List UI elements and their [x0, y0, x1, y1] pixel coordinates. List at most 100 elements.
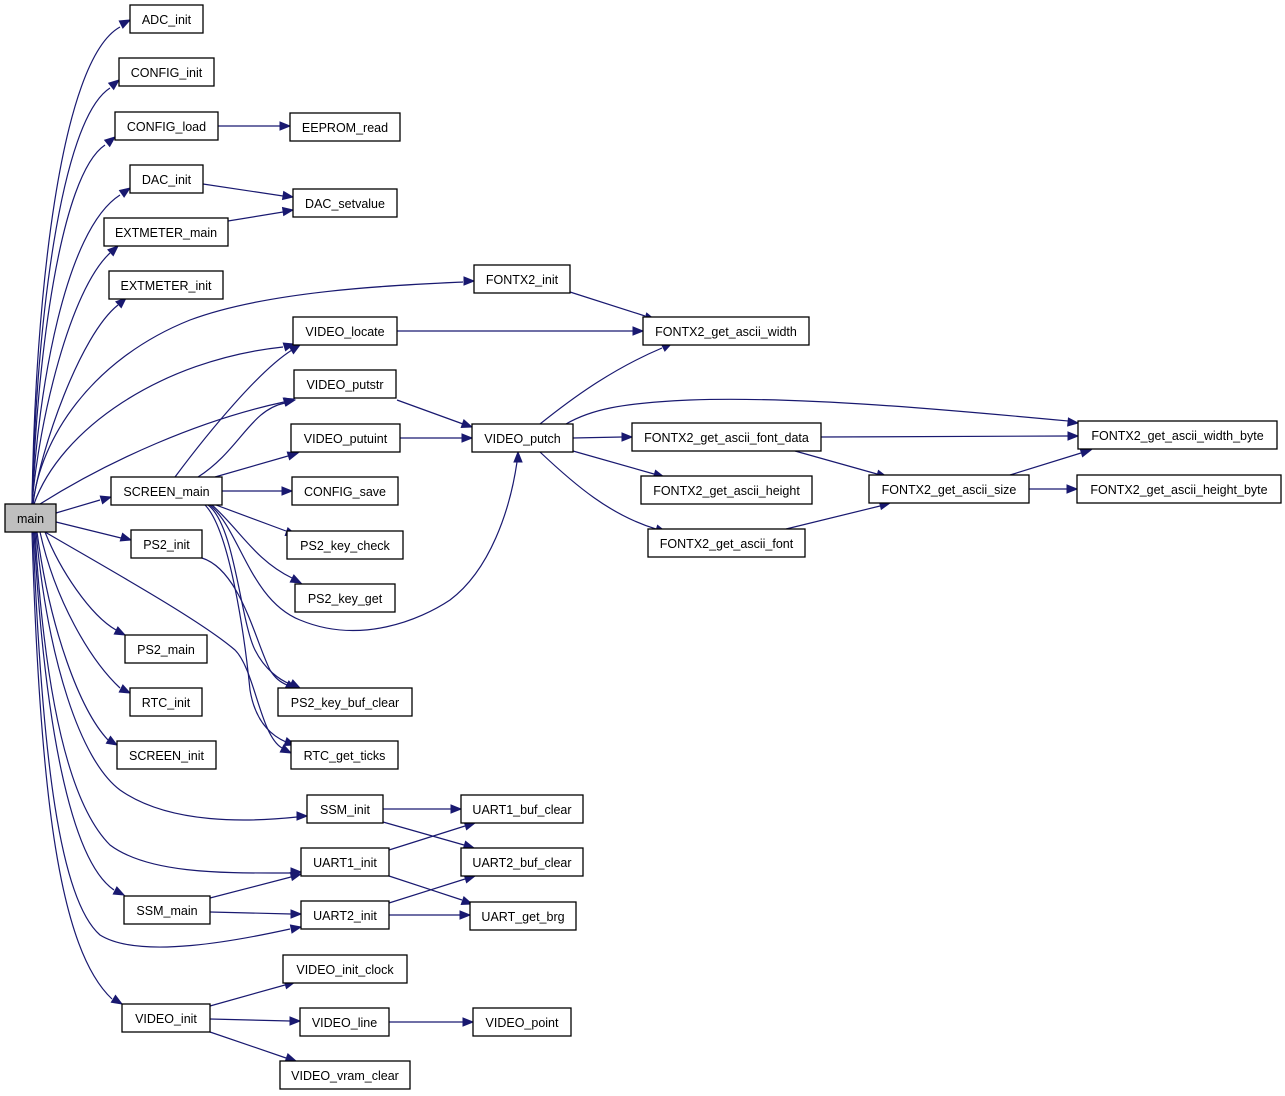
arrowhead-icon: [105, 735, 119, 746]
node-main[interactable]: main: [4, 503, 57, 533]
node-box: [289, 112, 401, 142]
node-box: [293, 369, 397, 399]
edge-line: [209, 461, 518, 632]
edge-line: [39, 531, 121, 689]
node-uart2-init[interactable]: UART2_init: [300, 900, 390, 930]
edge-fontx2-get-ascii-font-data-to-fontx2-get-ascii-width-byte: [820, 431, 1080, 441]
node-extmeter-init[interactable]: EXTMETER_init: [108, 270, 224, 300]
node-dac-setvalue[interactable]: DAC_setvalue: [292, 188, 398, 218]
edges: [31, 19, 1093, 1063]
node-fontx2-get-ascii-size[interactable]: FONTX2_get_ascii_size: [868, 474, 1030, 504]
node-video-putuint[interactable]: VIDEO_putuint: [290, 423, 401, 453]
node-label: main: [17, 512, 44, 526]
edge-main-to-config-init: [31, 79, 121, 505]
edge-screen-main-to-video-putch: [209, 450, 523, 632]
edge-line: [785, 505, 881, 530]
edge-line: [396, 399, 464, 425]
node-config-load[interactable]: CONFIG_load: [114, 111, 219, 141]
node-ps2-init[interactable]: PS2_init: [130, 529, 203, 559]
node-screen-init[interactable]: SCREEN_init: [116, 740, 217, 770]
edge-main-to-video-init: [31, 531, 124, 1005]
edge-line: [572, 450, 655, 475]
node-config-save[interactable]: CONFIG_save: [291, 476, 399, 506]
node-box: [300, 847, 390, 877]
edge-line: [569, 291, 646, 317]
node-fontx2-get-ascii-font-data[interactable]: FONTX2_get_ascii_font_data: [631, 422, 822, 452]
edge-line: [565, 398, 1069, 425]
edge-video-line-to-video-point: [389, 1017, 475, 1027]
edge-line: [31, 87, 111, 505]
node-ps2-key-get[interactable]: PS2_key_get: [294, 583, 396, 613]
node-fontx2-get-ascii-height[interactable]: FONTX2_get_ascii_height: [640, 475, 813, 505]
node-box: [640, 475, 813, 505]
edge-line: [215, 504, 287, 532]
arrowhead-icon: [281, 206, 295, 217]
node-label: CONFIG_load: [127, 120, 206, 134]
edge-fontx2-get-ascii-font-to-fontx2-get-ascii-size: [785, 500, 892, 530]
node-box: [130, 529, 203, 559]
node-video-locate[interactable]: VIDEO_locate: [292, 316, 398, 346]
edge-line: [31, 26, 121, 505]
node-box: [279, 1060, 411, 1090]
node-box: [116, 740, 217, 770]
node-label: UART2_init: [313, 909, 377, 923]
node-fontx2-get-ascii-width[interactable]: FONTX2_get_ascii_width: [642, 316, 810, 346]
node-fontx2-init[interactable]: FONTX2_init: [473, 264, 571, 294]
node-box: [294, 583, 396, 613]
node-ps2-key-check[interactable]: PS2_key_check: [286, 530, 404, 560]
node-uart2-buf-clear[interactable]: UART2_buf_clear: [460, 847, 584, 877]
node-label: UART_get_brg: [481, 910, 564, 924]
node-label: FONTX2_init: [486, 273, 559, 287]
node-video-point[interactable]: VIDEO_point: [472, 1007, 572, 1037]
node-extmeter-main[interactable]: EXTMETER_main: [103, 217, 229, 247]
node-ssm-main[interactable]: SSM_main: [123, 895, 211, 925]
node-config-init[interactable]: CONFIG_init: [118, 57, 215, 87]
node-video-putstr[interactable]: VIDEO_putstr: [293, 369, 397, 399]
edge-main-to-dac-init: [31, 187, 132, 505]
node-box: [110, 476, 223, 506]
edge-video-putch-to-fontx2-get-ascii-height: [572, 450, 666, 479]
node-ps2-key-buf-clear[interactable]: PS2_key_buf_clear: [277, 687, 413, 717]
node-dac-init[interactable]: DAC_init: [129, 164, 204, 194]
edge-fontx2-init-to-fontx2-get-ascii-width: [569, 291, 657, 322]
node-fontx2-get-ascii-font[interactable]: FONTX2_get_ascii_font: [647, 528, 806, 558]
arrowhead-icon: [115, 297, 128, 309]
node-fontx2-get-ascii-width-byte[interactable]: FONTX2_get_ascii_width_byte: [1077, 420, 1278, 450]
node-fontx2-get-ascii-height-byte[interactable]: FONTX2_get_ascii_height_byte: [1076, 474, 1282, 504]
node-label: PS2_key_get: [308, 592, 383, 606]
edge-line: [204, 504, 287, 743]
edge-line: [539, 451, 657, 530]
arrowhead-icon: [290, 909, 303, 919]
edge-video-locate-to-fontx2-get-ascii-width: [397, 326, 645, 336]
node-video-init[interactable]: VIDEO_init: [121, 1003, 211, 1033]
edge-line: [32, 281, 464, 505]
edge-line: [1009, 452, 1082, 476]
node-label: SCREEN_init: [129, 749, 205, 763]
node-screen-main[interactable]: SCREEN_main: [110, 476, 223, 506]
edge-line: [35, 531, 298, 821]
edge-ssm-main-to-uart2-init: [209, 909, 303, 919]
node-video-init-clock[interactable]: VIDEO_init_clock: [282, 954, 408, 984]
node-ssm-init[interactable]: SSM_init: [306, 794, 384, 824]
edge-line: [33, 346, 284, 505]
edge-line: [572, 436, 623, 439]
arrowhead-icon: [288, 344, 302, 355]
node-uart-get-brg[interactable]: UART_get_brg: [469, 901, 577, 931]
node-box: [121, 1003, 211, 1033]
node-video-putch[interactable]: VIDEO_putch: [471, 423, 574, 453]
node-eeprom-read[interactable]: EEPROM_read: [289, 112, 401, 142]
node-label: PS2_key_check: [300, 539, 390, 553]
arrowhead-icon: [119, 532, 133, 542]
node-uart1-buf-clear[interactable]: UART1_buf_clear: [460, 794, 584, 824]
node-video-vram-clear[interactable]: VIDEO_vram_clear: [279, 1060, 411, 1090]
node-adc-init[interactable]: ADC_init: [129, 4, 204, 34]
node-uart1-init[interactable]: UART1_init: [300, 847, 390, 877]
node-label: UART1_init: [313, 856, 377, 870]
arrowhead-icon: [289, 574, 303, 584]
node-video-line[interactable]: VIDEO_line: [299, 1007, 390, 1037]
edge-line: [820, 435, 1069, 438]
node-rtc-init[interactable]: RTC_init: [129, 687, 203, 717]
node-rtc-get-ticks[interactable]: RTC_get_ticks: [290, 740, 399, 770]
edge-line: [209, 1031, 287, 1059]
node-ps2-main[interactable]: PS2_main: [124, 634, 208, 664]
